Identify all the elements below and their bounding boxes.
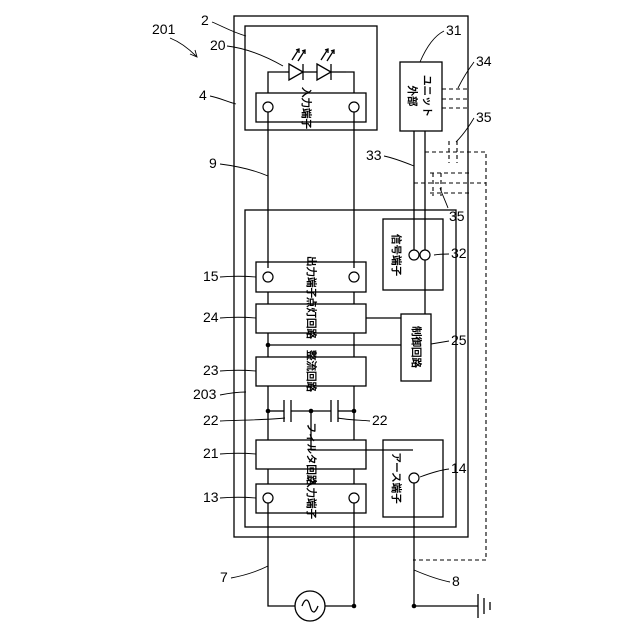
leader-33 — [384, 156, 414, 166]
ref-7: 7 — [220, 569, 228, 585]
leader-14 — [420, 469, 449, 477]
ref-24: 24 — [203, 309, 219, 325]
leader-201 — [170, 38, 196, 56]
leader-21 — [220, 453, 256, 454]
led-wire-right — [346, 72, 354, 93]
leader-203 — [220, 392, 246, 395]
output-terminal-right — [349, 272, 359, 282]
control-circuit-label: 制御回路 — [410, 326, 423, 368]
leader-31 — [420, 31, 444, 62]
y-capacitors — [268, 400, 413, 450]
ref-8: 8 — [452, 573, 460, 589]
lighting-circuit-label: 点灯回路 — [305, 297, 318, 339]
leader-34 — [458, 62, 474, 88]
ref-22a: 22 — [203, 412, 219, 428]
leader-23 — [220, 370, 256, 371]
input-terminal-top-left — [263, 102, 273, 112]
junction-dot-cap-left — [266, 409, 271, 414]
ref-25: 25 — [451, 332, 467, 348]
ref-14: 14 — [451, 460, 467, 476]
signal-terminal-label: 信号端子 — [390, 234, 403, 276]
signal-terminal-b — [420, 250, 430, 260]
input-terminal-bottom-left — [263, 493, 273, 503]
ref-4: 4 — [199, 87, 207, 103]
leader-15 — [220, 276, 256, 277]
ref-32: 32 — [451, 245, 467, 261]
output-terminal-left — [263, 272, 273, 282]
input-terminal-top-label: 入力端子 — [300, 87, 313, 129]
ref-21: 21 — [203, 445, 219, 461]
leader-35a — [456, 118, 474, 142]
leader-22a — [220, 418, 285, 421]
led-diode-1 — [285, 49, 317, 80]
ref-35a: 35 — [476, 109, 492, 125]
output-terminal-label: 出力端子 — [305, 256, 318, 298]
input-terminal-bottom-right — [349, 493, 359, 503]
ref-35b: 35 — [449, 208, 465, 224]
ac-source-icon — [295, 591, 325, 621]
ref-34: 34 — [476, 53, 492, 69]
junction-dot-supply — [352, 604, 357, 609]
ref-9: 9 — [209, 155, 217, 171]
leader-35b — [440, 188, 448, 208]
led-wire-left — [268, 72, 285, 93]
external-unit-label-2: ユニット — [421, 75, 433, 117]
ground-icon — [478, 594, 490, 618]
signal-terminal-a — [409, 250, 419, 260]
led-diode-2 — [317, 49, 346, 80]
ref-31: 31 — [446, 22, 462, 38]
ref-201: 201 — [152, 21, 176, 37]
junction-dot-earth — [412, 604, 417, 609]
rectifier-circuit-label: 整流回路 — [305, 349, 318, 392]
leader-9 — [220, 164, 268, 176]
ref-15: 15 — [203, 268, 219, 284]
leader-24 — [220, 317, 256, 318]
leader-2 — [212, 22, 246, 36]
supply-wire-left — [268, 503, 295, 606]
ref-22b: 22 — [372, 412, 388, 428]
earth-terminal-label: アース端子 — [390, 452, 403, 504]
ref-23: 23 — [203, 362, 219, 378]
junction-dot-cap-mid — [309, 409, 314, 414]
external-unit-label-1: 外部 — [406, 85, 419, 107]
ref-203: 203 — [193, 386, 217, 402]
leader-13 — [220, 497, 256, 498]
input-terminal-bottom-label: 入力端子 — [305, 477, 318, 519]
leader-7 — [231, 566, 268, 578]
leader-4 — [210, 96, 236, 104]
ref-33: 33 — [366, 147, 382, 163]
junction-dot-cap-right — [352, 409, 357, 414]
ref-20: 20 — [210, 37, 226, 53]
leader-25 — [431, 341, 449, 344]
ref-13: 13 — [203, 489, 219, 505]
leader-8 — [414, 570, 450, 582]
ref-2: 2 — [201, 12, 209, 28]
supply-wire-right — [325, 503, 354, 606]
input-terminal-top-right — [349, 102, 359, 112]
leader-20 — [227, 46, 283, 66]
leader-32 — [434, 254, 449, 255]
earth-terminal — [409, 473, 419, 483]
